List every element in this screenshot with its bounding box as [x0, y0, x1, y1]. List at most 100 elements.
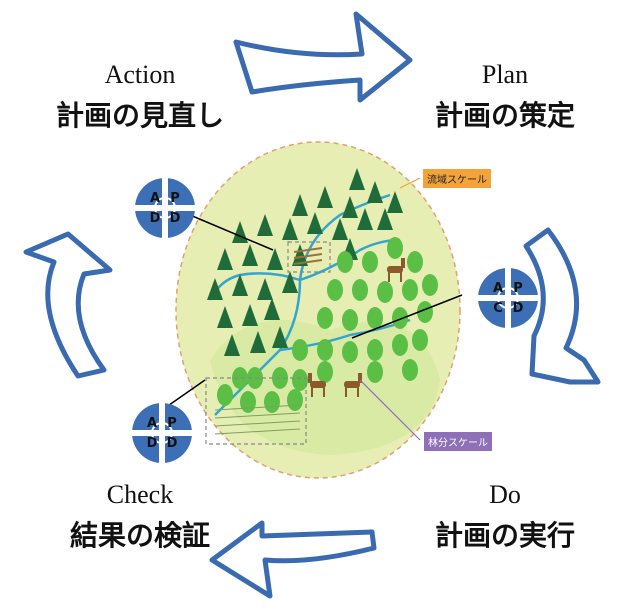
conifer-tree	[272, 326, 288, 348]
conifer-tree	[292, 244, 308, 266]
watershed-tag-line	[399, 177, 421, 189]
broadleaf-tree	[352, 279, 368, 301]
watershed-scale-tag: 流域スケール	[423, 169, 491, 188]
broadleaf-tree	[412, 329, 428, 351]
dark-tree-group	[207, 168, 403, 356]
check-jp: 結果の検証	[69, 519, 210, 552]
plan-en: Plan	[481, 60, 529, 89]
conifer-tree	[217, 248, 233, 270]
conifer-tree	[349, 168, 365, 190]
broadleaf-tree	[342, 341, 358, 363]
broadleaf-tree	[402, 279, 418, 301]
badge-letter: P	[170, 191, 180, 206]
check-en: Check	[106, 480, 174, 509]
plan-label: Plan 計画の策定	[400, 60, 610, 134]
broadleaf-tree	[317, 361, 333, 383]
stand-box-lower	[205, 377, 307, 445]
badge-letter: P	[167, 416, 177, 431]
conifer-tree	[307, 212, 323, 234]
conifer-tree	[357, 208, 373, 230]
broadleaf-tree	[342, 309, 358, 331]
broadleaf-tree	[367, 339, 383, 361]
arrow-bottom	[209, 520, 377, 599]
badge-letter: A	[150, 191, 160, 206]
conifer-tree	[264, 298, 280, 320]
cycle-arrows	[23, 11, 601, 599]
broadleaf-tree	[367, 361, 383, 383]
arrow-top	[233, 11, 413, 103]
stand-tag-line	[359, 379, 421, 441]
conifer-tree	[224, 334, 240, 356]
badge-letter: D	[513, 301, 524, 316]
conifer-tree	[217, 306, 233, 328]
conifer-tree	[342, 196, 358, 218]
plan-jp: 計画の策定	[434, 99, 575, 132]
arrow-left	[23, 231, 113, 379]
conifer-tree	[242, 304, 258, 326]
broadleaf-tree	[240, 391, 256, 413]
broadleaf-tree	[292, 339, 308, 361]
broadleaf-tree	[422, 274, 438, 296]
broadleaf-tree	[264, 391, 280, 413]
conifer-tree	[377, 208, 393, 230]
conifer-tree	[292, 194, 308, 216]
conifer-tree	[250, 331, 266, 353]
conifer-tree	[387, 191, 403, 213]
conifer-tree	[257, 278, 273, 300]
log-pile	[293, 247, 323, 265]
broadleaf-tree	[417, 301, 433, 323]
broadleaf-tree	[392, 307, 408, 329]
badge-letter: P	[513, 281, 523, 296]
action-en: Action	[104, 60, 176, 89]
conifer-tree	[332, 218, 348, 240]
badge-letter: D	[147, 436, 158, 451]
conifer-tree	[232, 274, 248, 296]
conifer-tree	[282, 271, 298, 293]
conifer-tree	[367, 181, 383, 203]
badge-letter: A	[147, 416, 157, 431]
conifer-tree	[207, 278, 223, 300]
seedling-field	[214, 404, 301, 435]
do-label: Do 計画の実行	[400, 480, 610, 554]
action-jp: 計画の見直し	[55, 99, 224, 132]
do-jp: 計画の実行	[434, 519, 575, 552]
broadleaf-tree	[232, 367, 248, 389]
stand-box-upper	[287, 241, 331, 273]
broadleaf-tree	[287, 389, 303, 411]
broadleaf-tree	[402, 359, 418, 381]
broadleaf-tree	[337, 251, 353, 273]
deer-group	[308, 258, 405, 397]
broadleaf-tree	[377, 281, 393, 303]
conifer-tree	[267, 248, 283, 270]
arrow-right	[523, 227, 601, 385]
badge-letter: C	[493, 301, 503, 316]
action-label: Action 計画の見直し	[40, 60, 240, 134]
conifer-tree	[242, 244, 258, 266]
broadleaf-tree	[367, 307, 383, 329]
broadleaf-tree	[327, 279, 343, 301]
conifer-tree	[282, 218, 298, 240]
check-label: Check 結果の検証	[40, 480, 240, 554]
broadleaf-tree	[217, 384, 233, 406]
stand-scale-tag: 林分スケール	[424, 432, 492, 451]
badge-letter: D	[167, 436, 178, 451]
broadleaf-tree	[387, 237, 403, 259]
badge-letter: D	[170, 211, 181, 226]
do-en: Do	[489, 480, 521, 509]
badge-letter: A	[493, 281, 503, 296]
broadleaf-tree	[407, 251, 423, 273]
conifer-tree	[317, 186, 333, 208]
broadleaf-tree	[292, 369, 308, 391]
broadleaf-tree	[362, 251, 378, 273]
badge-letter: D	[150, 211, 161, 226]
broadleaf-tree	[317, 307, 333, 329]
conifer-tree	[257, 214, 273, 236]
broadleaf-tree	[317, 339, 333, 361]
broadleaf-tree	[392, 334, 408, 356]
